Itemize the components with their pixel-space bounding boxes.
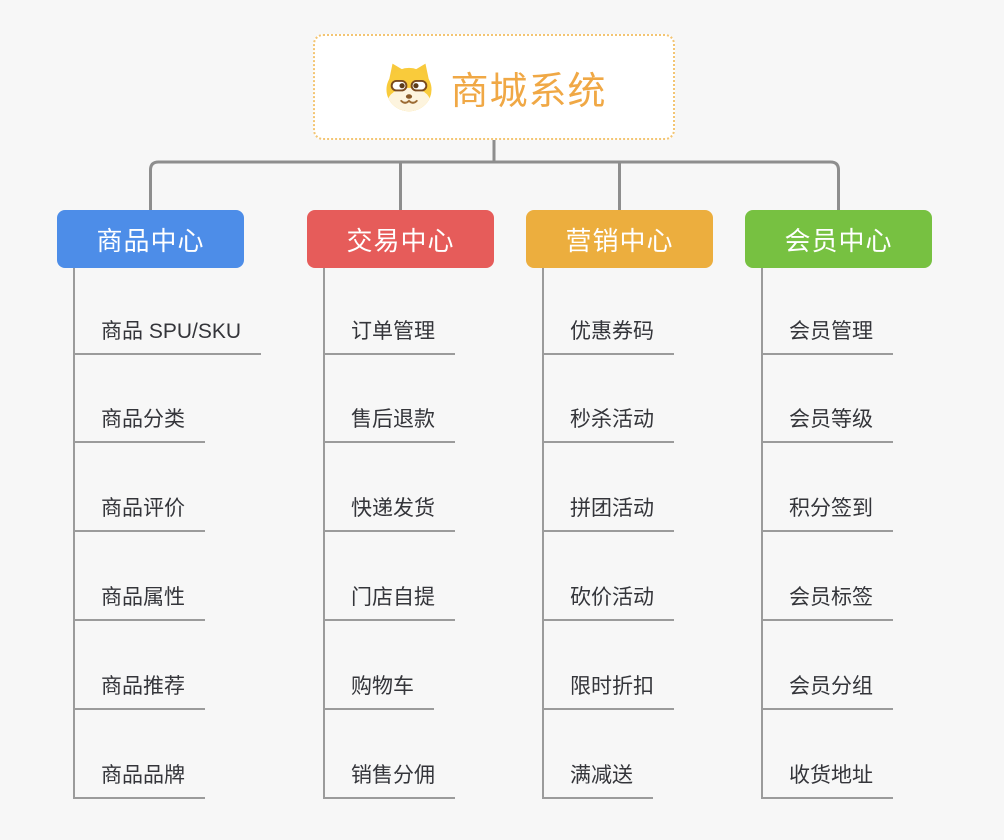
- leaf-node[interactable]: 限时折扣: [542, 670, 674, 710]
- leaf-node[interactable]: 商品 SPU/SKU: [73, 315, 262, 355]
- leaf-node[interactable]: 会员分组: [761, 670, 893, 710]
- root-node[interactable]: 商城系统: [313, 34, 675, 140]
- leaf-node[interactable]: 收货地址: [761, 759, 893, 799]
- leaf-node[interactable]: 满减送: [542, 759, 653, 799]
- leaf-node[interactable]: 门店自提: [323, 581, 455, 621]
- branch-node-member-center[interactable]: 会员中心: [745, 210, 932, 268]
- leaf-node[interactable]: 商品分类: [73, 403, 205, 443]
- branch-trunk-line: 优惠券码 秒杀活动 拼团活动 砍价活动 限时折扣 满减送: [542, 268, 774, 799]
- branch-label: 营销中心: [565, 225, 674, 256]
- leaf-node[interactable]: 售后退款: [323, 403, 455, 443]
- leaf-node[interactable]: 砍价活动: [542, 581, 674, 621]
- shiba-dog-icon: [381, 61, 437, 113]
- leaf-node[interactable]: 拼团活动: [542, 492, 674, 532]
- branch-trunk-line: 订单管理 售后退款 快递发货 门店自提 购物车 销售分佣: [323, 268, 555, 799]
- leaf-node[interactable]: 商品推荐: [73, 670, 205, 710]
- leaf-node[interactable]: 积分签到: [761, 492, 893, 532]
- leaf-node[interactable]: 购物车: [323, 670, 434, 710]
- branch-label: 商品中心: [96, 225, 205, 256]
- root-node-title: 商城系统: [450, 70, 607, 113]
- branch-trunk-line: 商品 SPU/SKU 商品分类 商品评价 商品属性 商品推荐 商品品牌: [73, 268, 305, 799]
- branch-trunk-line: 会员管理 会员等级 积分签到 会员标签 会员分组 收货地址: [761, 268, 993, 799]
- leaf-node[interactable]: 优惠券码: [542, 315, 674, 355]
- leaf-node[interactable]: 秒杀活动: [542, 403, 674, 443]
- leaf-node[interactable]: 商品评价: [73, 492, 205, 532]
- leaf-node[interactable]: 会员等级: [761, 403, 893, 443]
- leaf-node[interactable]: 会员标签: [761, 581, 893, 621]
- branch-node-marketing-center[interactable]: 营销中心: [526, 210, 713, 268]
- leaf-node[interactable]: 商品属性: [73, 581, 205, 621]
- branch-label: 会员中心: [784, 225, 893, 256]
- leaf-node[interactable]: 快递发货: [323, 492, 455, 532]
- branch-node-trade-center[interactable]: 交易中心: [307, 210, 494, 268]
- leaf-node[interactable]: 商品品牌: [73, 759, 205, 799]
- branch-node-product-center[interactable]: 商品中心: [57, 210, 244, 268]
- leaf-node[interactable]: 订单管理: [323, 315, 455, 355]
- leaf-node[interactable]: 会员管理: [761, 315, 893, 355]
- branch-label: 交易中心: [346, 225, 455, 256]
- leaf-node[interactable]: 销售分佣: [323, 759, 455, 799]
